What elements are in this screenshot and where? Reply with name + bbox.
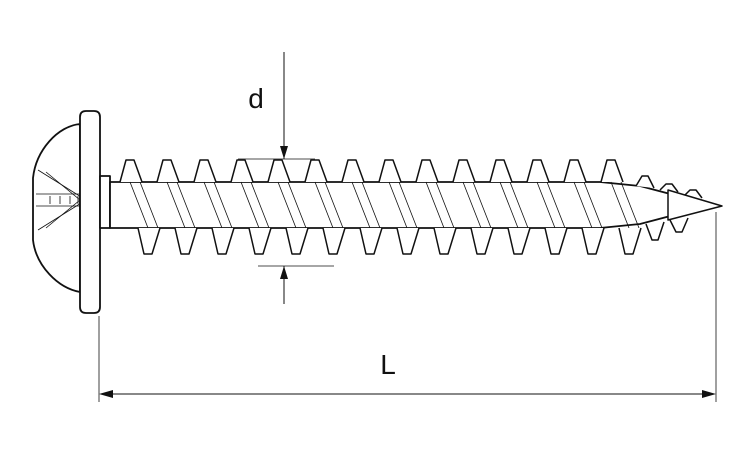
thread-helix-line bbox=[398, 181, 418, 229]
screw-neck bbox=[99, 175, 111, 229]
thread-helix-line bbox=[240, 181, 260, 229]
thread-crests bbox=[119, 159, 703, 255]
diameter-arrow-bottom bbox=[280, 266, 288, 279]
thread-helix-line bbox=[620, 181, 640, 229]
diameter-dimension: d bbox=[238, 52, 334, 304]
diameter-label: d bbox=[248, 83, 264, 114]
thread-crest-upper bbox=[489, 159, 513, 183]
screw-head bbox=[32, 110, 111, 314]
screw-tip-point bbox=[667, 189, 723, 221]
thread-crest-upper bbox=[267, 159, 291, 183]
thread-helix-line bbox=[277, 181, 297, 229]
thread-crest-upper bbox=[119, 159, 143, 183]
thread-crest-upper bbox=[452, 159, 476, 183]
thread-helix-line bbox=[425, 181, 445, 229]
thread-helix-line bbox=[499, 181, 519, 229]
thread-crest-lower bbox=[174, 227, 198, 255]
thread-crest-lower bbox=[470, 227, 494, 255]
thread-crest-lower bbox=[618, 227, 642, 255]
thread-helix-line bbox=[536, 181, 556, 229]
thread-crest-lower bbox=[137, 227, 161, 255]
thread-crest-lower bbox=[433, 227, 457, 255]
thread-crest-lower bbox=[211, 227, 235, 255]
thread-helix-line bbox=[324, 181, 344, 229]
thread-crest-upper bbox=[659, 183, 679, 193]
diameter-arrow-top bbox=[280, 146, 288, 159]
thread-helix-line bbox=[472, 181, 492, 229]
thread-crest-upper bbox=[563, 159, 587, 183]
thread-crest-upper bbox=[193, 159, 217, 183]
thread-crest-upper bbox=[600, 159, 624, 183]
length-arrow-right bbox=[702, 390, 716, 398]
thread-crest-lower bbox=[359, 227, 383, 255]
thread-crest-lower bbox=[544, 227, 568, 255]
thread-crest-lower bbox=[507, 227, 531, 255]
thread-helix-line bbox=[213, 181, 233, 229]
length-dimension: L bbox=[98, 212, 717, 402]
thread-crest-lower bbox=[248, 227, 272, 255]
thread-helix-line bbox=[176, 181, 196, 229]
thread-crest-upper bbox=[341, 159, 365, 183]
thread-crest-upper bbox=[156, 159, 180, 183]
thread-helix-line bbox=[435, 181, 455, 229]
thread-helix-line bbox=[351, 181, 371, 229]
thread-helix-line bbox=[129, 181, 149, 229]
length-arrow-left bbox=[99, 390, 113, 398]
thread-helix-line bbox=[250, 181, 270, 229]
thread-crest-upper bbox=[635, 175, 655, 189]
thread-helix-line bbox=[287, 181, 307, 229]
threaded-shank bbox=[109, 159, 723, 255]
thread-crest-lower bbox=[285, 227, 309, 255]
thread-crest-lower bbox=[396, 227, 420, 255]
shank-core bbox=[109, 181, 713, 229]
thread-crest-lower bbox=[645, 221, 665, 241]
thread-helix-line bbox=[166, 181, 186, 229]
thread-crest-upper bbox=[304, 159, 328, 183]
thread-helix-line bbox=[583, 181, 603, 229]
thread-helix-line bbox=[203, 181, 223, 229]
thread-helix-line bbox=[139, 181, 159, 229]
thread-crest-upper bbox=[526, 159, 550, 183]
thread-crest-lower bbox=[669, 217, 689, 233]
thread-helix-line bbox=[314, 181, 334, 229]
thread-helix-line bbox=[361, 181, 381, 229]
head-dome bbox=[32, 123, 81, 293]
head-washer-collar bbox=[79, 110, 101, 314]
thread-crest-lower bbox=[322, 227, 346, 255]
thread-helix-line bbox=[462, 181, 482, 229]
length-label: L bbox=[380, 349, 396, 380]
thread-helix-line bbox=[546, 181, 566, 229]
thread-helix-line bbox=[573, 181, 593, 229]
thread-crest-upper bbox=[415, 159, 439, 183]
thread-crest-upper bbox=[230, 159, 254, 183]
thread-helix-line bbox=[388, 181, 408, 229]
thread-helix-line bbox=[610, 181, 630, 229]
thread-crest-upper bbox=[378, 159, 402, 183]
thread-helix-line bbox=[509, 181, 529, 229]
thread-crest-lower bbox=[581, 227, 605, 255]
